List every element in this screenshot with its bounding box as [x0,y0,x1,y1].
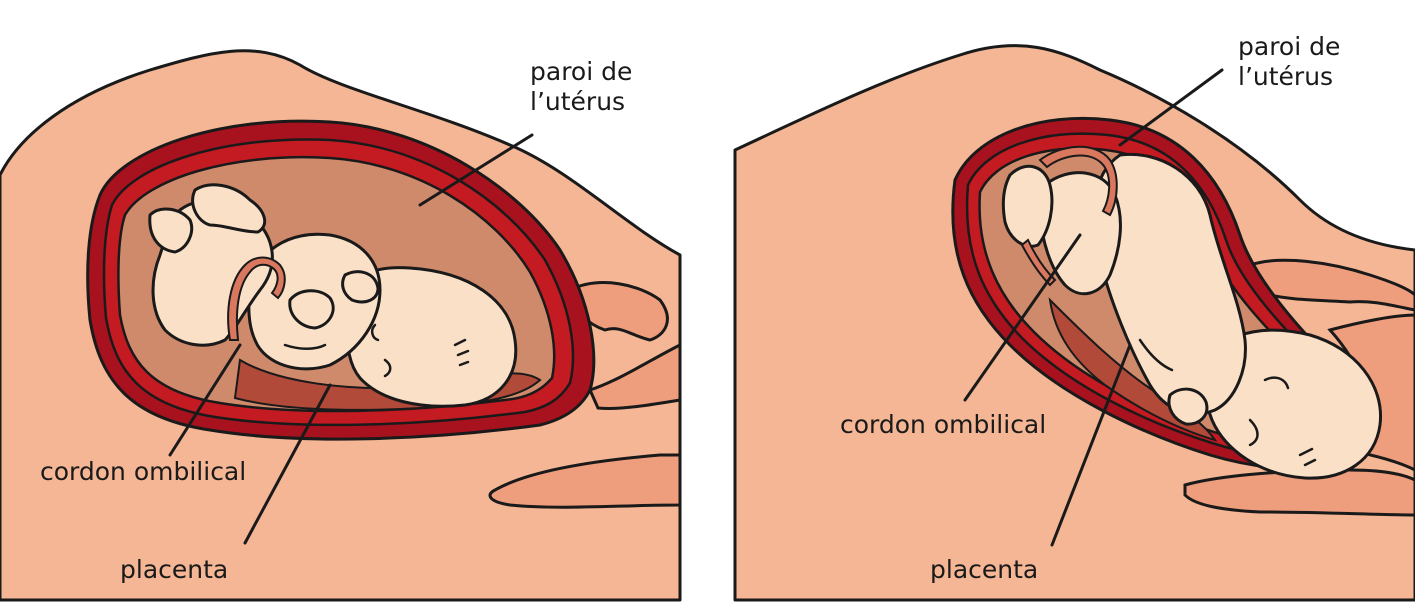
fetus-hand-left-2 [343,272,378,302]
label-wall-line2-left: l’utérus [530,87,625,116]
label-wall-line2-right: l’utérus [1238,62,1333,91]
label-cord-right: cordon ombilical [840,410,1046,439]
label-placenta-right: placenta [930,555,1038,584]
panel-left: paroi de l’utérus cordon ombilical place… [0,51,680,600]
label-cord-left: cordon ombilical [40,457,246,486]
label-wall-line1-left: paroi de [530,57,632,86]
panel-right: paroi de l’utérus cordon ombilical place… [735,32,1415,600]
label-wall-line1-right: paroi de [1238,32,1340,61]
label-placenta-left: placenta [120,555,228,584]
fetus-foot-right [1003,166,1052,246]
